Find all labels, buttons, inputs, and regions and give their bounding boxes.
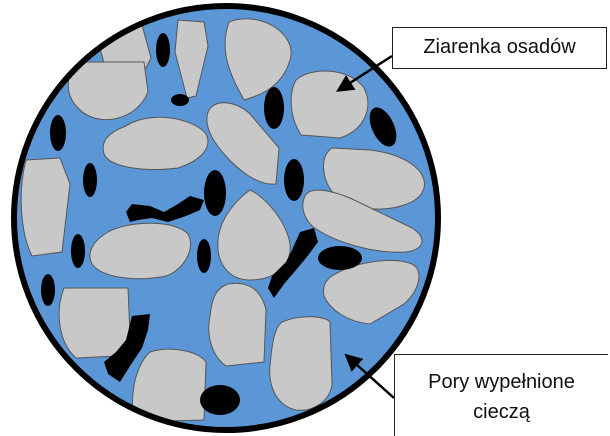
callout-pores-text-line-2: cieczą: [395, 397, 608, 427]
pore: [197, 239, 211, 273]
callout-fluid-filled-pores: Pory wypełnione cieczą: [394, 354, 608, 436]
pore: [83, 163, 97, 197]
pore: [71, 234, 85, 268]
grain: [291, 71, 368, 138]
grain: [209, 283, 266, 366]
grain: [59, 288, 130, 358]
pore: [204, 170, 226, 216]
pore: [284, 159, 304, 201]
callout-pores-text-line-1: Pory wypełnione: [395, 367, 608, 397]
pore: [41, 274, 55, 306]
pore: [200, 385, 240, 415]
grain: [270, 317, 332, 411]
callout-sediment-grains-text: Ziarenka osadów: [423, 36, 575, 58]
pore: [50, 115, 66, 151]
pore: [264, 87, 284, 129]
grain: [21, 158, 70, 256]
pore: [318, 246, 362, 270]
pore: [156, 33, 170, 67]
pore: [171, 94, 189, 106]
callout-sediment-grains: Ziarenka osadów: [392, 27, 607, 69]
